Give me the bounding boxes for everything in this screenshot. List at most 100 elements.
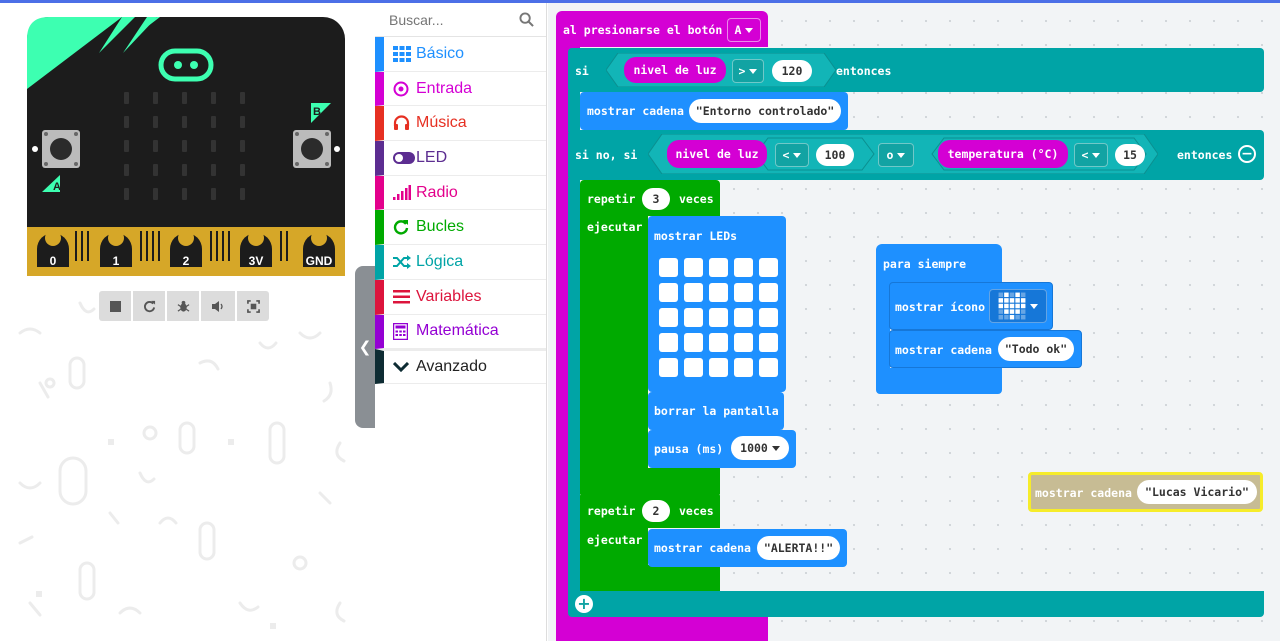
led-cell[interactable] — [659, 308, 678, 327]
icon-dropdown[interactable] — [989, 289, 1047, 323]
led-cell[interactable] — [734, 283, 753, 302]
led-cell[interactable] — [659, 358, 678, 377]
stop-button[interactable] — [99, 291, 131, 321]
led-cell[interactable] — [734, 308, 753, 327]
led-cell[interactable] — [759, 308, 778, 327]
light-level-sensor-2[interactable]: nivel de luz — [667, 140, 767, 168]
pause-ms-dropdown[interactable]: 1000 — [731, 436, 789, 460]
search-input[interactable] — [389, 11, 509, 28]
led-cell[interactable] — [659, 258, 678, 277]
remove-else-if-button[interactable]: − — [1238, 145, 1256, 163]
sound-button[interactable] — [201, 291, 235, 321]
category-matematica[interactable]: Matemática — [375, 314, 546, 350]
chevron-down-icon — [384, 362, 416, 373]
led-cell[interactable] — [709, 333, 728, 352]
category-label: LED — [416, 148, 448, 166]
top-accent-line — [0, 0, 1280, 3]
if-label: si — [575, 64, 589, 78]
led-cell[interactable] — [734, 333, 753, 352]
compare-op-dropdown-3[interactable]: < — [1074, 143, 1108, 167]
led-cell[interactable] — [734, 258, 753, 277]
threshold-input[interactable]: 120 — [772, 60, 812, 82]
led-pixel — [240, 164, 245, 176]
then-label: entonces — [836, 64, 892, 78]
led-cell[interactable] — [709, 283, 728, 302]
light-level-sensor[interactable]: nivel de luz — [624, 57, 726, 83]
category-bucles[interactable]: Bucles — [375, 210, 546, 246]
led-pixel — [124, 116, 129, 128]
fullscreen-button[interactable] — [237, 291, 269, 321]
led-grid-editor[interactable] — [659, 258, 778, 377]
led-cell[interactable] — [709, 258, 728, 277]
category-musica[interactable]: Música — [375, 106, 546, 142]
button-a-label: A — [53, 181, 61, 193]
led-cell[interactable] — [709, 358, 728, 377]
category-label: Música — [416, 114, 467, 132]
repeat-count-input[interactable]: 3 — [642, 188, 670, 210]
repeat-count-input-2[interactable]: 2 — [642, 500, 670, 522]
led-cell[interactable] — [709, 308, 728, 327]
button-b-label: B — [313, 106, 321, 118]
led-cell[interactable] — [759, 283, 778, 302]
led-pixel — [124, 188, 129, 200]
led-cell[interactable] — [659, 283, 678, 302]
led-cell[interactable] — [684, 283, 703, 302]
chevron-down-icon — [1092, 152, 1101, 158]
led-cell[interactable] — [684, 333, 703, 352]
button-a[interactable] — [42, 130, 80, 168]
led-cell[interactable] — [684, 358, 703, 377]
collapse-simulator-button[interactable]: ❮ — [355, 266, 375, 428]
threshold-input-3[interactable]: 15 — [1115, 144, 1145, 166]
category-basico[interactable]: Básico — [375, 37, 546, 72]
string-input-4[interactable]: "Lucas Vicario" — [1137, 480, 1257, 504]
refresh-icon — [384, 219, 416, 235]
target-icon — [384, 81, 416, 97]
led-cell[interactable] — [659, 333, 678, 352]
led-cell[interactable] — [684, 308, 703, 327]
repeat-block-2-footer — [580, 565, 720, 591]
chevron-down-icon — [745, 27, 754, 33]
led-pixel — [240, 140, 245, 152]
led-cell[interactable] — [759, 258, 778, 277]
headphones-icon — [384, 115, 416, 131]
add-else-button[interactable]: + — [575, 595, 593, 613]
pin-2-label: 2 — [183, 254, 190, 268]
category-avanzado[interactable]: Avanzado — [375, 349, 546, 384]
category-entrada[interactable]: Entrada — [375, 71, 546, 107]
search-icon[interactable] — [519, 12, 534, 27]
clear-screen-block[interactable] — [648, 392, 784, 430]
string-input[interactable]: "Entorno controlado" — [689, 99, 841, 123]
forever-block[interactable] — [876, 244, 1002, 284]
heart-icon — [998, 292, 1026, 320]
button-b[interactable] — [293, 130, 331, 168]
category-led[interactable]: LED — [375, 141, 546, 176]
logic-op-dropdown[interactable]: o — [878, 143, 914, 167]
led-cell[interactable] — [759, 358, 778, 377]
temperature-sensor[interactable]: temperatura (°C) — [938, 140, 1068, 168]
chevron-down-icon — [897, 152, 906, 158]
debug-button[interactable] — [167, 291, 199, 321]
if-block-footer — [568, 591, 1264, 617]
repeat-block-1-footer — [580, 468, 720, 494]
compare-op-dropdown-2[interactable]: < — [775, 143, 809, 167]
restart-button[interactable] — [133, 291, 165, 321]
led-cell[interactable] — [759, 333, 778, 352]
led-pixel — [211, 164, 216, 176]
string-input-2[interactable]: "ALERTA!!" — [757, 536, 840, 560]
string-input-3[interactable]: "Todo ok" — [998, 337, 1074, 361]
button-dropdown[interactable]: A — [727, 18, 761, 42]
led-cell[interactable] — [734, 358, 753, 377]
led-cell[interactable] — [684, 258, 703, 277]
grid-icon — [384, 45, 416, 62]
search-bar — [375, 3, 546, 37]
simulator-background-pattern — [18, 301, 346, 629]
threshold-input-2[interactable]: 100 — [816, 144, 854, 166]
category-label: Matemática — [416, 322, 499, 340]
category-variables[interactable]: Variables — [375, 279, 546, 315]
show-leds-label: mostrar LEDs — [654, 229, 738, 243]
category-radio[interactable]: Radio — [375, 175, 546, 211]
led-pixel — [124, 140, 129, 152]
category-logica[interactable]: Lógica — [375, 245, 546, 280]
blocks-workspace[interactable]: al presionarse el botón A + si nivel de … — [548, 3, 1280, 641]
compare-op-dropdown[interactable]: > — [732, 59, 764, 83]
